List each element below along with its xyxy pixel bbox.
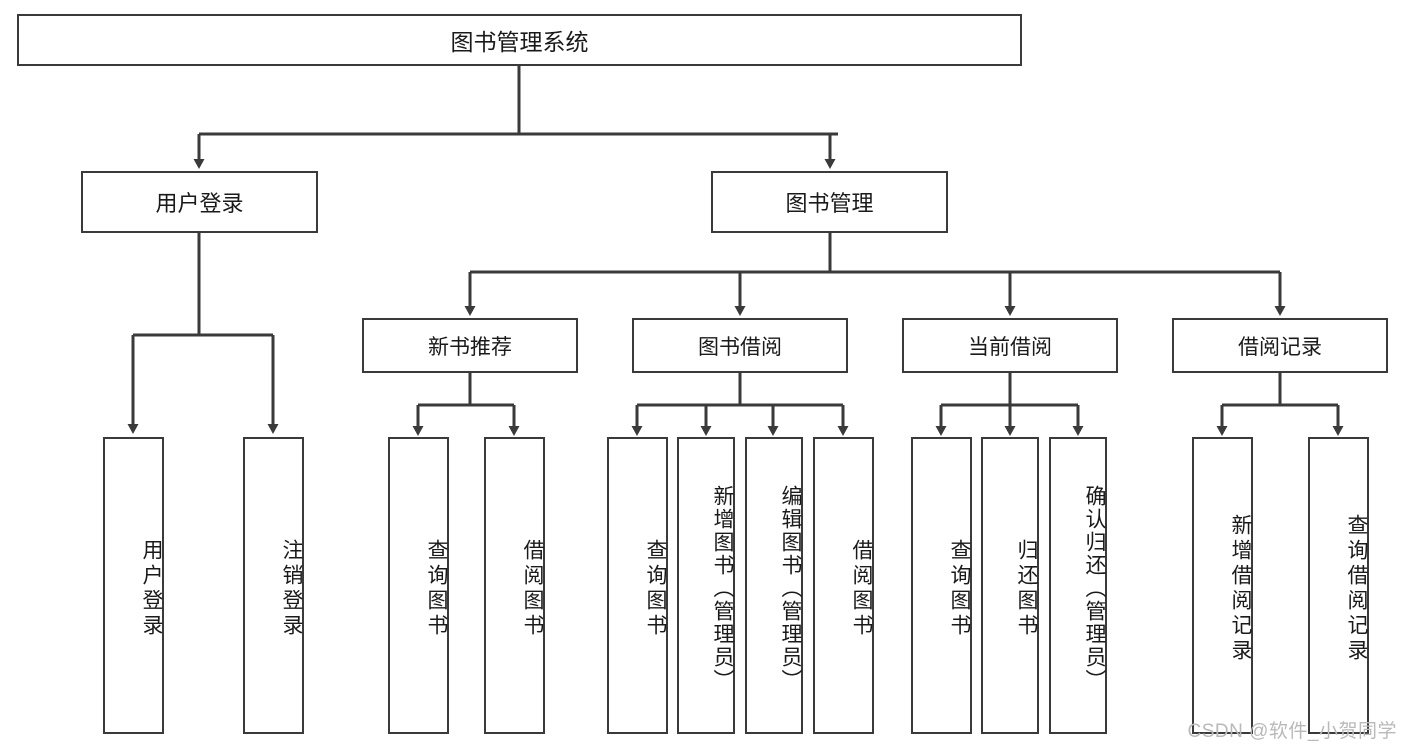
node-label: 注销登录 bbox=[280, 538, 303, 639]
leaf-add-book[interactable]: 新增图书（管理员） bbox=[677, 437, 735, 734]
node-new-book-recommend[interactable]: 新书推荐 bbox=[362, 318, 578, 373]
node-borrow-record[interactable]: 借阅记录 bbox=[1172, 318, 1388, 373]
leaf-edit-book[interactable]: 编辑图书（管理员） bbox=[745, 437, 803, 734]
node-label: 归还图书 bbox=[1015, 538, 1038, 639]
node-label: 借阅记录 bbox=[1238, 335, 1322, 359]
node-label: 编辑图书（管理员） bbox=[779, 485, 802, 692]
node-label: 图书管理系统 bbox=[450, 29, 589, 55]
node-current-borrow[interactable]: 当前借阅 bbox=[902, 318, 1118, 373]
leaf-query-borrow-record[interactable]: 查询借阅记录 bbox=[1308, 437, 1369, 734]
csdn-watermark: CSDN @软件_小贺同学 bbox=[1187, 721, 1397, 742]
node-label: 查询图书 bbox=[425, 538, 448, 639]
node-label: 图书借阅 bbox=[698, 335, 782, 359]
leaf-query-book-borrow[interactable]: 查询图书 bbox=[607, 437, 668, 734]
node-label: 当前借阅 bbox=[968, 335, 1052, 359]
node-label: 查询图书 bbox=[644, 538, 667, 639]
leaf-borrow-book[interactable]: 借阅图书 bbox=[813, 437, 874, 734]
leaf-logout-login[interactable]: 注销登录 bbox=[243, 437, 304, 734]
node-label: 借阅图书 bbox=[521, 538, 544, 639]
node-label: 新增借阅记录 bbox=[1229, 513, 1252, 664]
node-label: 用户登录 bbox=[140, 538, 163, 639]
node-book-borrow[interactable]: 图书借阅 bbox=[632, 318, 848, 373]
leaf-user-login[interactable]: 用户登录 bbox=[103, 437, 164, 734]
node-label: 图书管理 bbox=[785, 191, 874, 216]
node-book-manage[interactable]: 图书管理 bbox=[711, 171, 948, 233]
node-label: 新书推荐 bbox=[428, 335, 512, 359]
leaf-borrow-book-recommend[interactable]: 借阅图书 bbox=[484, 437, 545, 734]
node-label: 确认归还（管理员） bbox=[1083, 485, 1106, 692]
node-root-system[interactable]: 图书管理系统 bbox=[17, 14, 1022, 66]
node-label: 新增图书（管理员） bbox=[711, 485, 734, 692]
leaf-return-book[interactable]: 归还图书 bbox=[981, 437, 1039, 734]
leaf-query-book-current[interactable]: 查询图书 bbox=[911, 437, 972, 734]
node-user-login[interactable]: 用户登录 bbox=[81, 171, 318, 233]
node-label: 借阅图书 bbox=[850, 538, 873, 639]
node-label: 查询图书 bbox=[948, 538, 971, 639]
node-label: 查询借阅记录 bbox=[1345, 513, 1368, 664]
node-label: 用户登录 bbox=[155, 191, 244, 216]
leaf-add-borrow-record[interactable]: 新增借阅记录 bbox=[1192, 437, 1253, 734]
leaf-query-book-recommend[interactable]: 查询图书 bbox=[388, 437, 449, 734]
leaf-confirm-return[interactable]: 确认归还（管理员） bbox=[1049, 437, 1107, 734]
